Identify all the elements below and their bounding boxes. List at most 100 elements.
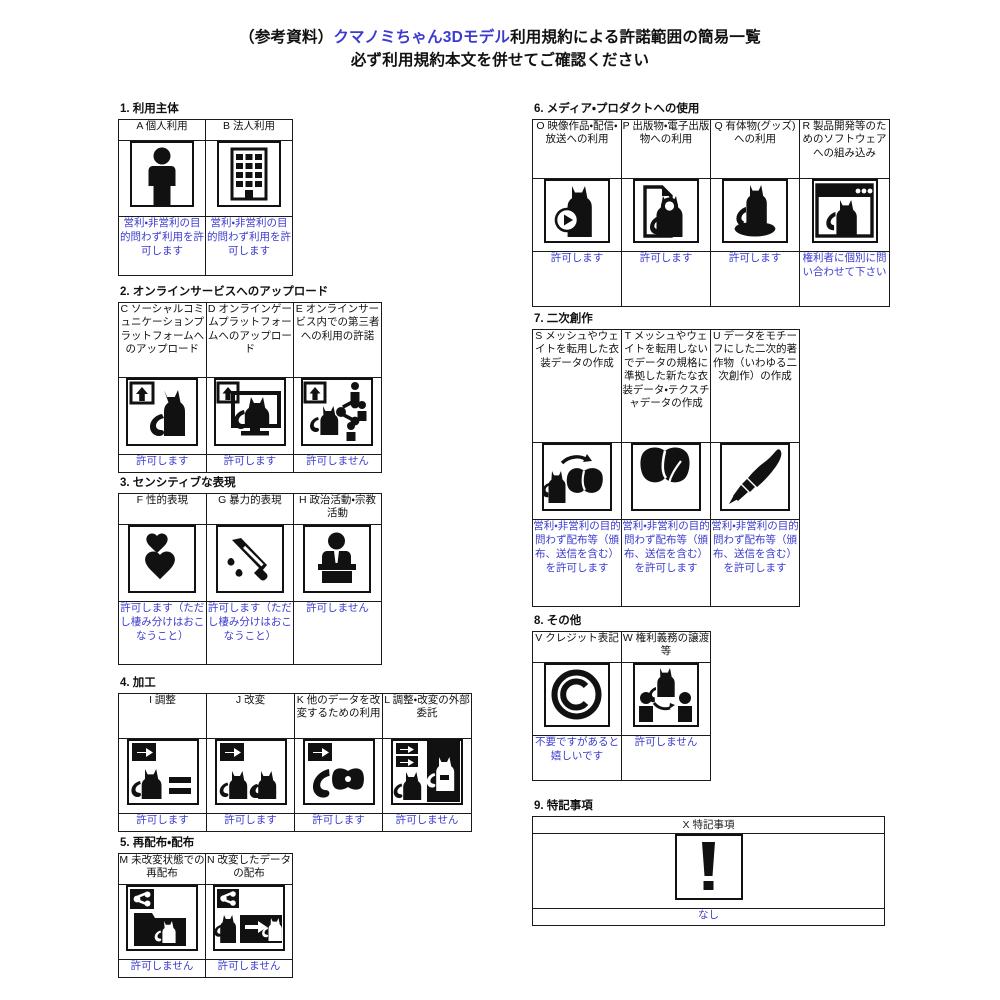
- hearts-icon: [128, 525, 197, 593]
- arrow-cat-equal-icon: [126, 739, 199, 805]
- section-9-heading: 9. 特記事項: [534, 800, 593, 812]
- cell-icon-q: [710, 178, 800, 252]
- section-9-table: X 特記事項 なし: [532, 816, 885, 926]
- table-row-icon: [118, 738, 472, 814]
- cell-note-q: 許可します: [710, 251, 800, 307]
- section-7-table: S メッシュやウェイトを転用した衣装データの作成 T メッシュやウェイトを転用し…: [532, 329, 800, 607]
- section-4-processing: 4. 加工 I 調整 J 改変 K 他のデータを改変するための利用 L 調整・改…: [118, 674, 472, 832]
- cell-head-t: T メッシュやウェイトを転用しないでデータの規格に準拠した新たな衣装データ・テク…: [621, 329, 711, 443]
- title-line-1: （参考資料）クマノミちゃん3Dモデル利用規約による許諾範囲の簡易一覧: [0, 26, 1000, 49]
- cell-icon-v: [532, 662, 622, 736]
- podium-speaker-icon: [303, 525, 372, 593]
- cell-head-i: I 調整: [118, 693, 207, 739]
- table-row-head: I 調整 J 改変 K 他のデータを改変するための利用 L 調整・改変の外部委託: [118, 693, 472, 739]
- table-row-note: 許可しません 許可しません: [118, 959, 293, 978]
- cell-head-o: O 映像作品・配信・放送への利用: [532, 119, 622, 179]
- cell-note-h: 許可しません: [293, 601, 382, 665]
- table-row-head: A 個人利用 B 法人利用: [118, 119, 293, 141]
- cell-icon-o: [532, 178, 622, 252]
- upload-share-people-icon: [301, 378, 374, 446]
- table-row-note: 許可します 許可します 許可します 権利者に個別に問い合わせて下さい: [532, 251, 890, 307]
- cell-note-s: 営利・非営利の目的問わず配布等（頒布、送信を含む）を許可します: [532, 519, 622, 607]
- cell-head-m: M 未改変状態での再配布: [118, 853, 206, 885]
- cell-note-m: 許可しません: [118, 959, 206, 978]
- section-7-heading: 7. 二次創作: [534, 313, 593, 325]
- cell-head-s: S メッシュやウェイトを転用した衣装データの作成: [532, 329, 622, 443]
- cell-head-j: J 改変: [206, 693, 295, 739]
- cell-note-n: 許可しません: [205, 959, 293, 978]
- section-6-heading: 6. メディア・プロダクトへの使用: [534, 103, 700, 115]
- cell-note-p: 許可します: [621, 251, 711, 307]
- page-cat-icon: [633, 179, 699, 243]
- cell-note-o: 許可します: [532, 251, 622, 307]
- arrow-cat-cat-icon: [214, 739, 287, 805]
- cell-icon-x: [532, 833, 885, 909]
- cell-note-w: 許可しません: [621, 735, 711, 781]
- table-row-head: C ソーシャルコミュニケーションプラットフォームへのアップロード D オンライン…: [118, 302, 382, 378]
- table-row-icon: [118, 377, 382, 455]
- cell-head-q: Q 有体物(グッズ)への利用: [710, 119, 800, 179]
- table-row-note: 営利・非営利の目的問わず配布等（頒布、送信を含む）を許可します 営利・非営利の目…: [532, 519, 800, 607]
- cell-icon-b: [205, 140, 293, 217]
- cell-icon-m: [118, 884, 206, 960]
- section-2-heading: 2. オンラインサービスへのアップロード: [120, 286, 329, 298]
- cell-icon-n: [205, 884, 293, 960]
- cell-note-k: 許可します: [294, 813, 383, 832]
- cell-head-c: C ソーシャルコミュニケーションプラットフォームへのアップロード: [118, 302, 207, 378]
- arrows-two-cats-icon: [391, 739, 463, 805]
- cell-note-i: 許可します: [118, 813, 207, 832]
- cell-icon-i: [118, 738, 207, 814]
- section-6-media-product: 6. メディア・プロダクトへの使用 O 映像作品・配信・放送への利用 P 出版物…: [532, 100, 890, 307]
- cell-icon-k: [294, 738, 383, 814]
- cell-note-j: 許可します: [206, 813, 295, 832]
- cell-note-u: 営利・非営利の目的問わず配布等（頒布、送信を含む）を許可します: [710, 519, 800, 607]
- copyright-icon: [544, 663, 610, 727]
- section-6-table: O 映像作品・配信・放送への利用 P 出版物・電子出版物への利用 Q 有体物(グ…: [532, 119, 890, 307]
- table-row-icon: [118, 524, 382, 602]
- section-8-table: V クレジット表記 W 権利義務の譲渡等: [532, 631, 711, 781]
- section-1-heading: 1. 利用主体: [120, 103, 179, 115]
- section-2-online-upload: 2. オンラインサービスへのアップロード C ソーシャルコミュニケーションプラッ…: [118, 283, 382, 473]
- table-row-head: S メッシュやウェイトを転用した衣装データの作成 T メッシュやウェイトを転用し…: [532, 329, 800, 443]
- cell-note-f: 許可します（ただし棲み分けはおこなうこと）: [118, 601, 207, 665]
- cat-to-cloth-icon: [542, 443, 612, 511]
- table-row-head: V クレジット表記 W 権利義務の譲渡等: [532, 631, 711, 663]
- table-row-note: 許可します（ただし棲み分けはおこなうこと） 許可します（ただし棲み分けはおこなう…: [118, 601, 382, 665]
- paintbrush-icon: [720, 443, 790, 511]
- cell-icon-w: [621, 662, 711, 736]
- cell-icon-e: [293, 377, 382, 455]
- cell-head-p: P 出版物・電子出版物への利用: [621, 119, 711, 179]
- cell-head-n: N 改変したデータの配布: [205, 853, 293, 885]
- table-row-head: O 映像作品・配信・放送への利用 P 出版物・電子出版物への利用 Q 有体物(グ…: [532, 119, 890, 179]
- cell-icon-f: [118, 524, 207, 602]
- section-8-heading: 8. その他: [534, 615, 582, 627]
- table-row-note: 不要ですがあると嬉しいです 許可しません: [532, 735, 711, 781]
- section-1-usage-entity: 1. 利用主体 A 個人利用 B 法人利用: [118, 100, 293, 276]
- window-cat-icon: [811, 179, 878, 243]
- knife-icon: [215, 525, 284, 593]
- cell-icon-r: [799, 178, 890, 252]
- cell-head-h: H 政治活動・宗教活動: [293, 493, 382, 525]
- section-3-sensitive: 3. センシティブな表現 F 性的表現 G 暴力的表現 H 政治活動・宗教活動: [118, 474, 382, 665]
- table-row-note: 許可します 許可します 許可しません: [118, 454, 382, 473]
- play-cat-icon: [544, 179, 610, 243]
- title-model-name: クマノミちゃん3Dモデル: [333, 29, 511, 46]
- cell-note-t: 営利・非営利の目的問わず配布等（頒布、送信を含む）を許可します: [621, 519, 711, 607]
- table-row-icon: [118, 884, 293, 960]
- table-row-note: 許可します 許可します 許可します 許可しません: [118, 813, 472, 832]
- cell-icon-h: [293, 524, 382, 602]
- cell-icon-c: [118, 377, 207, 455]
- cell-note-g: 許可します（ただし棲み分けはおこなうこと）: [205, 601, 295, 665]
- cloth-icon: [631, 443, 701, 511]
- share-cat-arrow-cat-icon: [213, 885, 285, 951]
- title-line-2: 必ず利用規約本文を併せてご確認ください: [350, 52, 650, 70]
- section-3-heading: 3. センシティブな表現: [120, 477, 236, 489]
- upload-monitor-cat-icon: [213, 378, 286, 446]
- transfer-cat-icon: [633, 663, 699, 727]
- table-row-note: 営利・非営利の目的問わず利用を許可します 営利・非営利の目的問わず利用を許可しま…: [118, 216, 293, 276]
- table-row-icon: [118, 140, 293, 217]
- figure-cat-icon: [722, 179, 788, 243]
- exclamation-icon: [674, 834, 743, 900]
- cell-head-e: E オンラインサービス内での第三者への利用の許諾: [293, 302, 382, 378]
